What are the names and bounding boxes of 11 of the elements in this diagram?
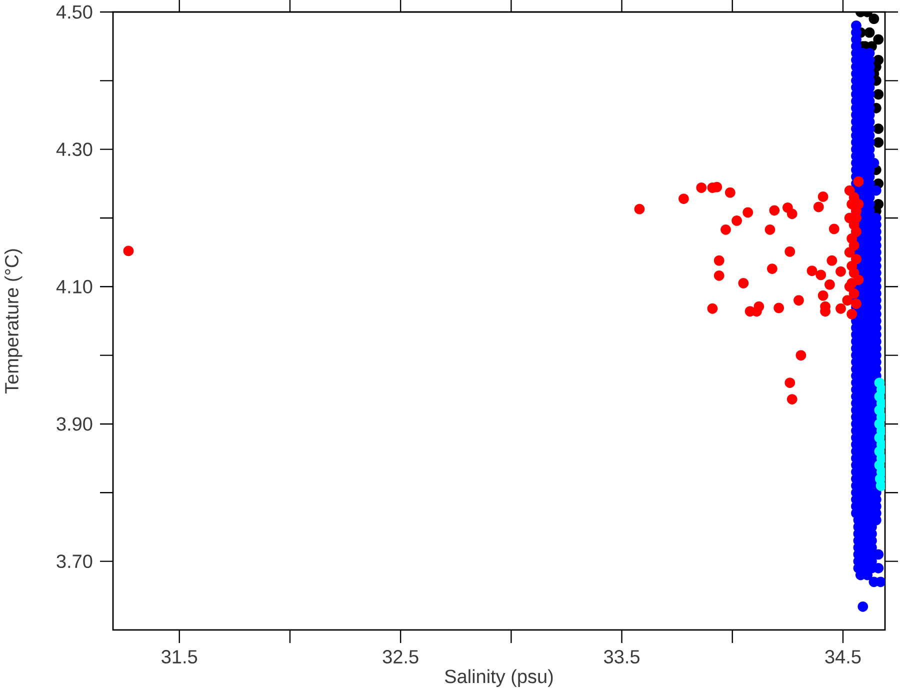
tick-label: 4.10 [56,280,92,294]
tick-label: 3.90 [56,417,92,431]
tick-label: 32.5 [382,650,418,664]
tick-label: 3.70 [56,554,92,568]
tick-label: 4.30 [56,142,92,156]
tick-label: 34.5 [825,650,861,664]
tick-label: 33.5 [604,650,640,664]
tick-label: 31.5 [162,650,198,664]
axis-title: Temperature (°C) [4,249,22,394]
tick-label: 4.50 [56,5,92,19]
axis-title: Salinity (psu) [444,669,553,687]
